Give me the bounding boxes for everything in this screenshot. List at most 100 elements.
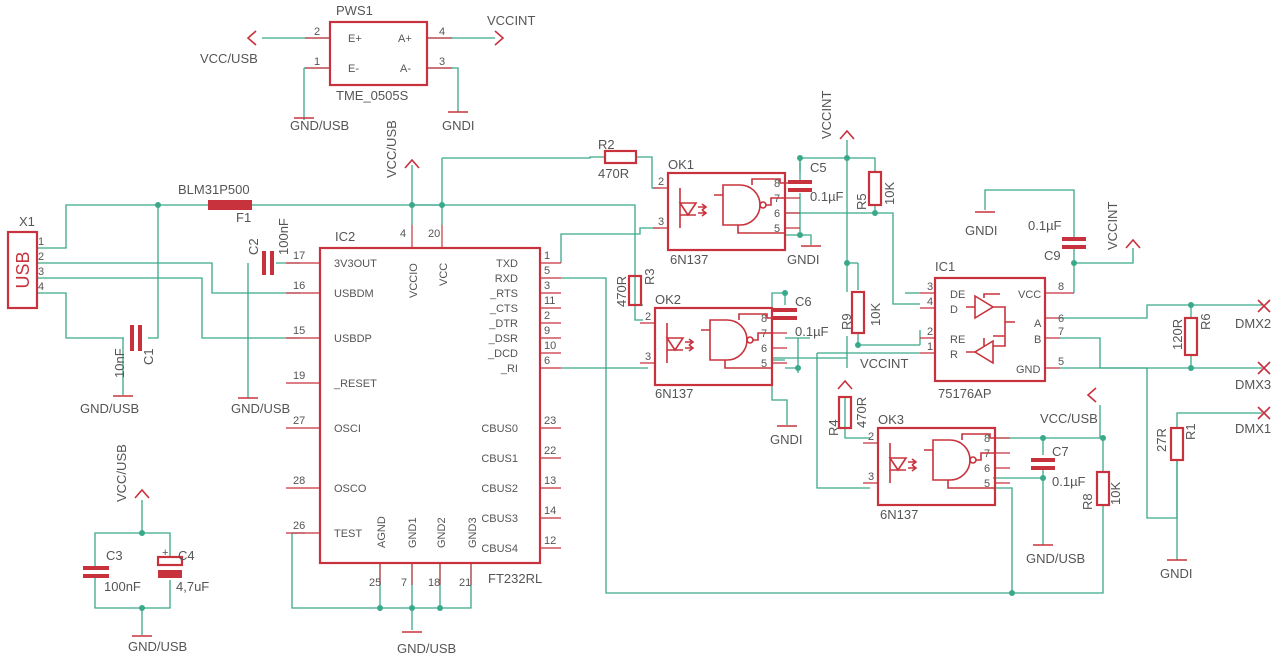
svg-text:3: 3 <box>868 471 874 483</box>
ic2-pin-name: _DCD <box>487 348 518 360</box>
ic2-pin-number: 28 <box>293 475 305 487</box>
svg-text:5: 5 <box>1058 356 1064 368</box>
power-arrow <box>837 379 853 390</box>
svg-text:3: 3 <box>439 56 445 68</box>
svg-text:21: 21 <box>459 577 471 589</box>
svg-text:10K: 10K <box>868 303 883 326</box>
svg-text:C9: C9 <box>1044 248 1061 263</box>
svg-text:4: 4 <box>400 228 406 240</box>
svg-text:0.1µF: 0.1µF <box>1052 474 1086 489</box>
net-label: VCCINT <box>819 91 834 139</box>
svg-text:DE: DE <box>950 289 965 301</box>
ic2-pin-name: _RESET <box>333 378 377 390</box>
power-arrow <box>1125 238 1141 249</box>
ic2-pin-number: 13 <box>544 475 556 487</box>
dmx3-label: DMX3 <box>1235 377 1271 392</box>
net-label: GND/USB <box>1026 551 1085 566</box>
svg-text:25: 25 <box>369 577 381 589</box>
svg-text:120R: 120R <box>1170 319 1185 350</box>
svg-text:10K: 10K <box>882 182 897 205</box>
svg-text:2: 2 <box>314 26 320 38</box>
net-label: GNDI <box>965 223 998 238</box>
ic2-pin-name: RXD <box>495 273 518 285</box>
ic2-pin-number: 6 <box>544 355 550 367</box>
svg-text:6N137: 6N137 <box>880 507 918 522</box>
svg-text:R3: R3 <box>642 268 657 285</box>
net-label: VCCINT <box>860 356 908 371</box>
svg-text:OK3: OK3 <box>878 412 904 427</box>
svg-text:R: R <box>950 349 958 361</box>
svg-text:TME_0505S: TME_0505S <box>336 88 409 103</box>
ic2-pin-number: 17 <box>293 250 305 262</box>
svg-text:1: 1 <box>38 236 44 248</box>
svg-text:GND: GND <box>1016 364 1041 376</box>
svg-text:7: 7 <box>401 577 407 589</box>
svg-text:3: 3 <box>927 281 933 293</box>
svg-text:5: 5 <box>774 223 780 235</box>
svg-text:6: 6 <box>984 463 990 475</box>
capacitor-c3: C3 100nF <box>83 548 141 594</box>
svg-text:A+: A+ <box>398 33 412 45</box>
ic2-pin-number: 22 <box>544 445 556 457</box>
ic2-pin-number: 19 <box>293 370 305 382</box>
svg-text:470R: 470R <box>598 166 629 181</box>
ic2-pin-number: 26 <box>293 520 305 532</box>
svg-text:6: 6 <box>761 343 767 355</box>
ic2-pin-name: TXD <box>496 258 518 270</box>
ic2-pin-number: 2 <box>544 310 550 322</box>
ic2-pin-number: 5 <box>544 265 550 277</box>
net-label: GND/USB <box>128 639 187 654</box>
svg-text:B: B <box>1034 334 1041 346</box>
svg-text:2: 2 <box>38 251 44 263</box>
svg-text:100nF: 100nF <box>276 218 291 255</box>
svg-text:0.1µF: 0.1µF <box>795 324 829 339</box>
svg-text:D: D <box>950 304 958 316</box>
net-label: GNDI <box>787 252 820 267</box>
ic2-pin-number: 10 <box>544 340 556 352</box>
ic1-75176ap: IC1 75176AP 3 4 2 1 DE D RE R 8 6 7 5 VC… <box>920 259 1074 401</box>
net-label: VCC/USB <box>200 51 258 66</box>
svg-text:4: 4 <box>38 281 44 293</box>
capacitor-c9: 0.1µF C9 <box>1028 218 1086 263</box>
net-label: VCC/USB <box>114 444 129 502</box>
svg-text:F1: F1 <box>236 210 251 225</box>
dmx2-label: DMX2 <box>1235 316 1271 331</box>
svg-text:2: 2 <box>658 176 664 188</box>
svg-text:R4: R4 <box>826 419 841 436</box>
svg-text:OK2: OK2 <box>655 292 681 307</box>
dc-dc-converter-pws1: PWS1 TME_0505S E+ E- A+ A- 2 1 4 3 <box>305 3 452 103</box>
svg-text:GND3: GND3 <box>467 517 479 548</box>
junctions <box>139 155 1194 611</box>
resistor-r9: R9 10K <box>839 290 883 335</box>
svg-text:3: 3 <box>645 351 651 363</box>
svg-text:100nF: 100nF <box>104 579 141 594</box>
net-label: GNDI <box>770 432 803 447</box>
usb-connector-x1: USB X1 1 2 3 4 <box>6 214 44 310</box>
resistor-r8: R8 10K <box>1080 470 1123 510</box>
svg-text:18: 18 <box>428 577 440 589</box>
svg-text:R9: R9 <box>839 313 854 330</box>
svg-text:0.1µF: 0.1µF <box>810 189 844 204</box>
svg-text:R6: R6 <box>1198 313 1213 330</box>
svg-text:6N137: 6N137 <box>670 252 708 267</box>
dmx1-label: DMX1 <box>1235 421 1271 436</box>
net-label: GNDI <box>442 118 475 133</box>
ic2-pin-number: 9 <box>544 325 550 337</box>
svg-text:A-: A- <box>400 63 411 75</box>
svg-text:R5: R5 <box>854 193 869 210</box>
net-label: GND/USB <box>80 401 139 416</box>
ic2-pin-name: OSCO <box>334 483 367 495</box>
svg-text:BLM31P500: BLM31P500 <box>178 182 250 197</box>
resistor-r3: 470R R3 <box>614 268 657 307</box>
ic2-pin-number: 3 <box>544 280 550 292</box>
resistor-r1: 27R R1 <box>1154 423 1198 462</box>
svg-text:FT232RL: FT232RL <box>488 571 542 586</box>
resistor-r6: 120R R6 <box>1170 313 1213 357</box>
svg-text:2: 2 <box>645 311 651 323</box>
capacitor-c4: + C4 4,7uF <box>156 547 209 594</box>
svg-text:E+: E+ <box>348 33 362 45</box>
ic2-pin-name: CBUS0 <box>481 423 518 435</box>
capacitor-c6: C6 0.1µF <box>773 294 829 339</box>
ic2-pin-name: _RTS <box>489 288 518 300</box>
